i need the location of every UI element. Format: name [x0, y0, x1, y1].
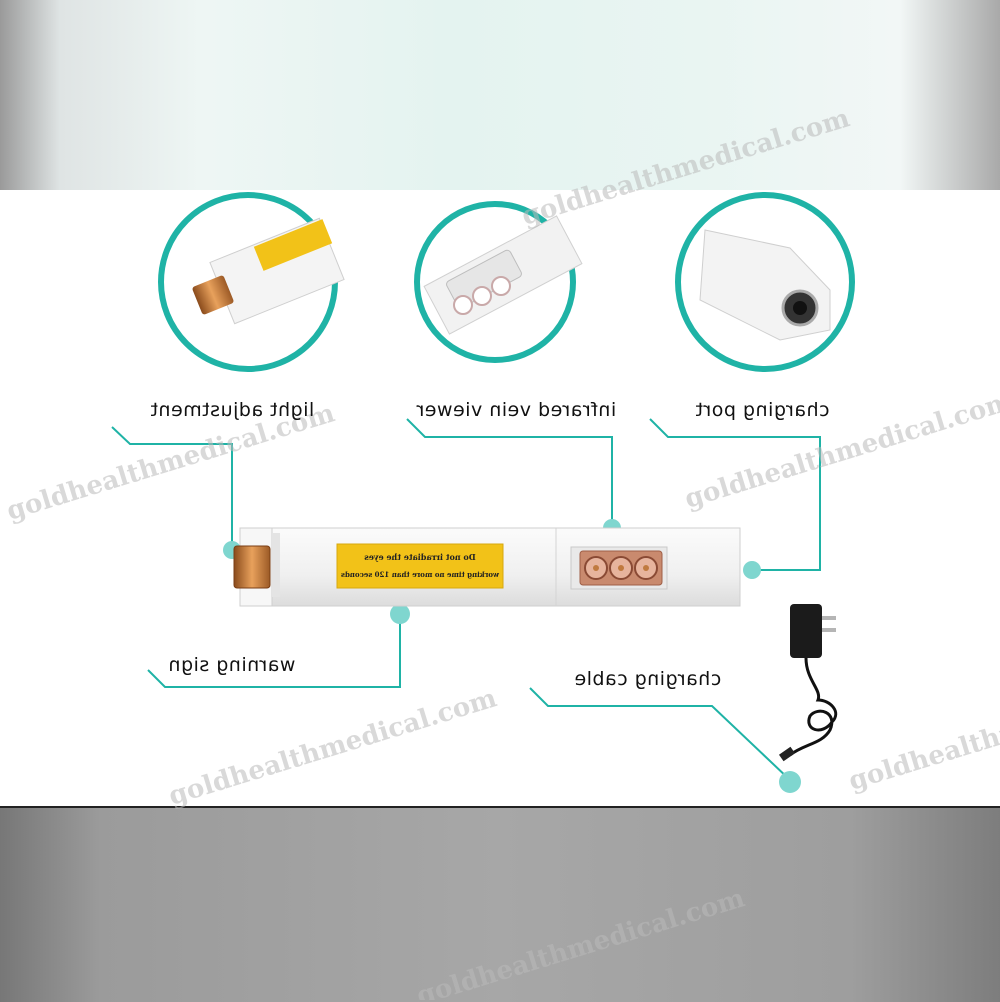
- warning-sticker: [336, 543, 504, 589]
- charger-with-cable: [778, 604, 838, 762]
- label-light-adjustment: light adjustment: [150, 399, 315, 421]
- label-charging-cable: charging cable: [574, 668, 722, 690]
- label-infrared-vein-viewer: infrared vein viewer: [416, 399, 617, 421]
- zoom-circle-light-adjustment: [158, 192, 345, 372]
- top-background-band: [0, 0, 1000, 190]
- connector-lines: [111, 418, 821, 781]
- zoom-circle-charging-port: [675, 192, 855, 372]
- warning-sticker-line1: Do not irradiate the eyes: [364, 552, 476, 562]
- bottom-background-band: [0, 806, 1000, 1002]
- watermark-4: goldhealthmedical.com: [165, 683, 500, 811]
- label-charging-port: charging port: [695, 399, 830, 421]
- connector-dots: [223, 519, 801, 793]
- label-warning-sign: warning sign: [168, 654, 296, 676]
- watermark-5: goldhealthmedical.com: [845, 668, 1000, 796]
- zoom-circle-infrared-vein-viewer: [414, 201, 583, 363]
- watermark-6: goldhealthmedical.com: [413, 883, 748, 1000]
- vein-viewer-device: Do not irradiate the eyes working time n…: [233, 527, 741, 607]
- warning-sticker-line2: working time no more than 120 seconds: [341, 570, 500, 579]
